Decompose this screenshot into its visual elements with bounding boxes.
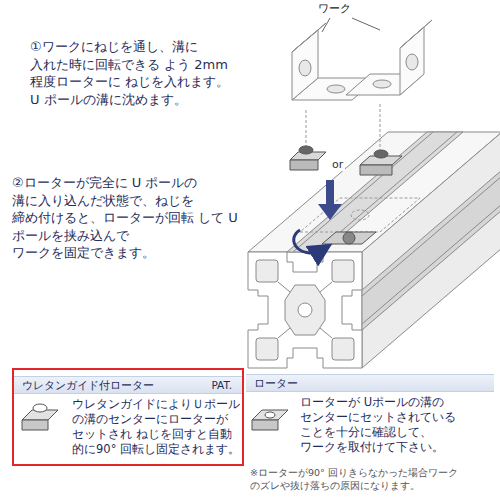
header-text: PAT. [211, 378, 232, 392]
insert-arrow [318, 180, 342, 220]
step-text: ②ローターが完全に U ポールの 溝に入り込んだ状態で、ねじを 締め付けると、ロ… [12, 174, 240, 262]
note-text: ※ローターが90° 回りきらなかった場合ワーク のズレや抜け落ちの原因になります… [250, 466, 496, 492]
work-ghost [300, 198, 420, 232]
body-text: ローターが Uポールの溝の センターにセットされている ことを十分に確認して、 … [300, 395, 490, 455]
rotor-nut [290, 104, 402, 175]
body-text: ウレタンガイドによりＵポール の溝のセンターにローターが セットされ ねじを回す… [72, 397, 242, 457]
part-label: ワーク [316, 2, 353, 16]
feature-box: ローターローターが Uポールの溝の センターにセットされている ことを十分に確認… [246, 368, 494, 464]
rotor-in-slot [322, 232, 376, 244]
header-band: ウレタンガイド付ローター PAT. [14, 376, 242, 394]
work-leader [352, 18, 380, 30]
or-label: or [330, 158, 345, 171]
step-text: ①ワークにねじを通し、溝に 入れた時に回転できる よう 2mm 程度ローターに … [30, 38, 235, 108]
work-bracket [292, 20, 432, 100]
header-text: ローター [254, 376, 298, 390]
header-band: ローター [246, 374, 494, 392]
rotation-arrow [294, 230, 322, 253]
u-pole-profile [248, 132, 500, 368]
header-text: ウレタンガイド付ローター [22, 378, 154, 392]
feature-box: ウレタンガイド付ローター PAT. ウレタンガイドによりＵポール の溝のセンターにロ… [12, 368, 244, 466]
work-leader [322, 18, 330, 32]
